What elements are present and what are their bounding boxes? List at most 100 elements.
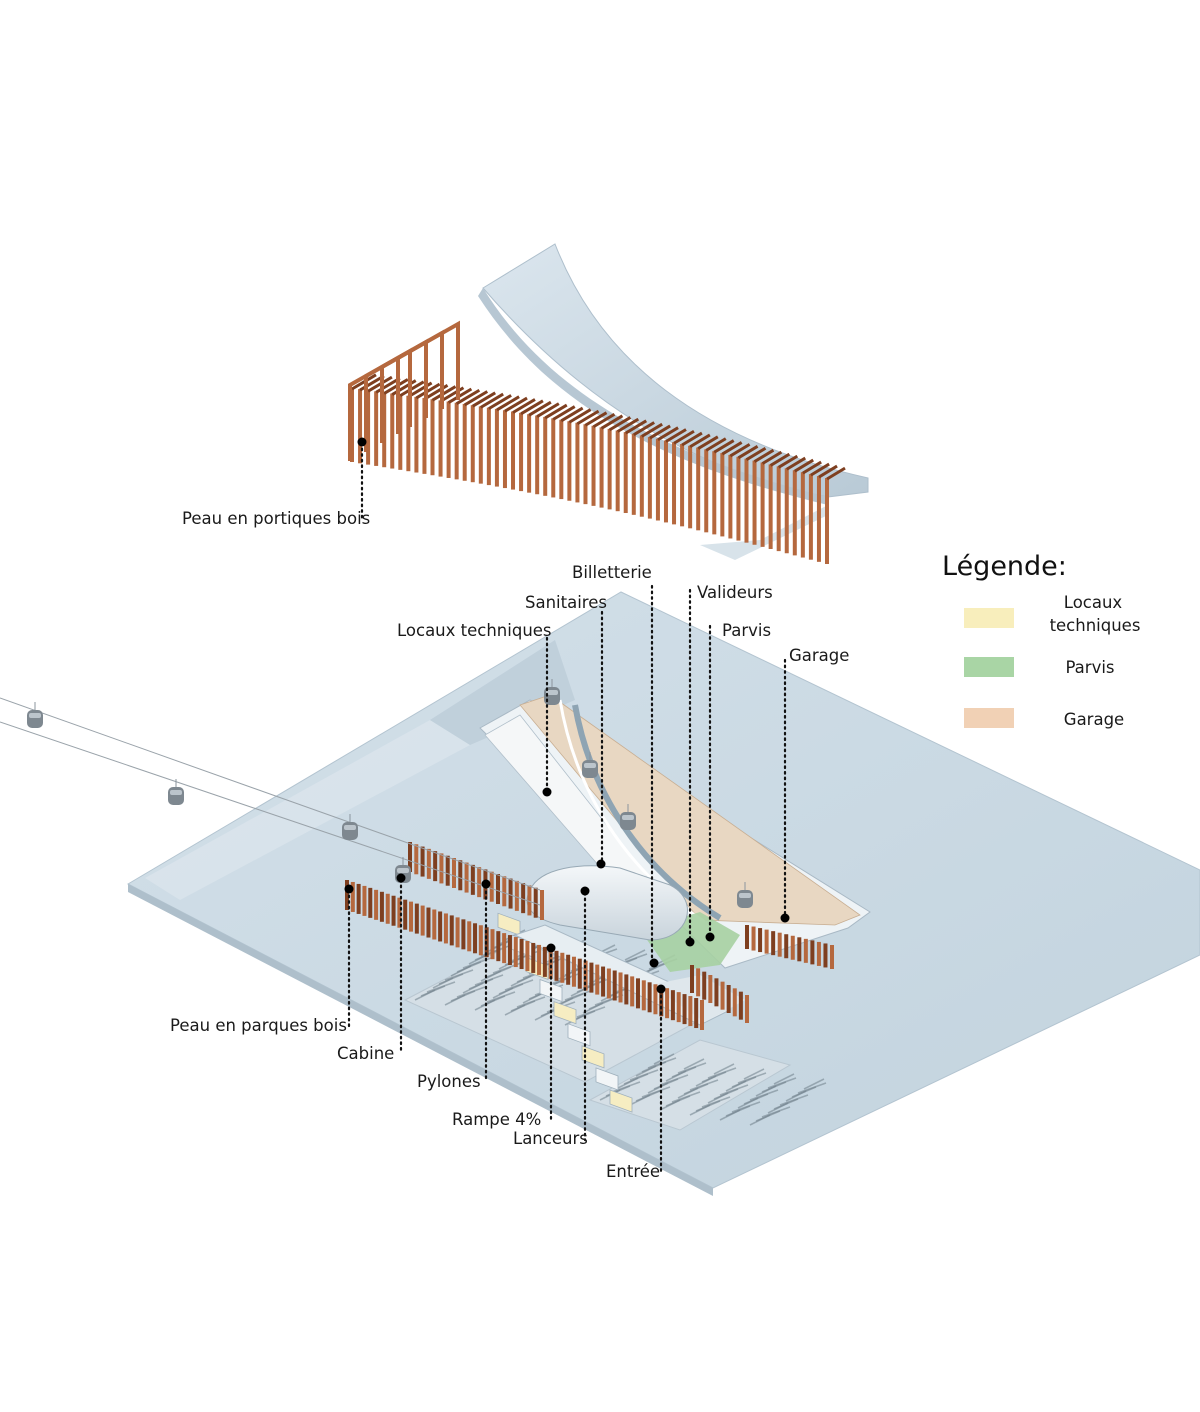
parquet-slat bbox=[439, 853, 444, 884]
parquet-slat bbox=[606, 968, 611, 999]
hatch-line bbox=[444, 969, 474, 981]
portal-leg bbox=[607, 428, 612, 510]
portal-beam bbox=[544, 403, 568, 420]
portal-leg bbox=[486, 407, 491, 486]
label-billetterie: Billetterie bbox=[572, 563, 652, 582]
parquet-slat bbox=[438, 911, 443, 942]
parquet-slat bbox=[682, 994, 687, 1025]
portal-beam bbox=[641, 422, 663, 438]
cabin bbox=[620, 812, 636, 830]
parquet-slat bbox=[554, 950, 559, 981]
parquet-slat bbox=[445, 855, 450, 886]
room-cell bbox=[595, 1067, 619, 1091]
portal-leg bbox=[623, 432, 628, 514]
label-locaux-techniques: Locaux techniques bbox=[397, 621, 552, 640]
portal-leg bbox=[583, 424, 588, 505]
parquet-slat bbox=[409, 901, 414, 932]
portal-beam bbox=[794, 458, 814, 473]
parquet-slat bbox=[452, 858, 456, 888]
parquet-slat bbox=[738, 991, 743, 1020]
parquet-slat bbox=[514, 880, 519, 911]
hatch-line bbox=[659, 1074, 689, 1086]
portal-leg bbox=[390, 393, 395, 469]
portal-beam bbox=[568, 408, 592, 424]
legend-label-locaux-1: Locaux bbox=[1064, 593, 1123, 612]
portal-beam bbox=[826, 466, 846, 481]
hatch-line bbox=[719, 1084, 749, 1096]
portal-leg bbox=[470, 405, 475, 483]
parquet-slat bbox=[771, 931, 776, 956]
portal-leg bbox=[438, 400, 443, 477]
cabin bbox=[342, 822, 358, 840]
portal-beam bbox=[504, 396, 528, 413]
cabin bbox=[582, 760, 598, 778]
portal-leg bbox=[382, 392, 387, 468]
parquet-slat bbox=[803, 938, 808, 963]
parquet-slat bbox=[618, 972, 623, 1003]
parquet-slat bbox=[653, 984, 658, 1015]
parquet-slat bbox=[502, 933, 507, 964]
label-peau-portiques: Peau en portiques bois bbox=[182, 509, 370, 528]
portal-beam bbox=[528, 400, 552, 417]
portal-leg bbox=[704, 449, 709, 533]
label-parvis: Parvis bbox=[722, 621, 771, 640]
cabin-window bbox=[344, 825, 356, 830]
hatch-line bbox=[653, 1053, 675, 1065]
portal-leg bbox=[575, 422, 580, 503]
parquet-slat bbox=[601, 966, 606, 997]
parquet-slat bbox=[702, 971, 707, 1000]
portal-beam bbox=[777, 454, 799, 469]
parquet-slat bbox=[647, 982, 652, 1013]
portal-leg bbox=[720, 453, 725, 537]
hatch-line bbox=[624, 949, 646, 961]
hatch-line bbox=[641, 1086, 671, 1098]
parquet-slat bbox=[426, 907, 431, 938]
portal-leg bbox=[792, 470, 797, 556]
parquet-slat bbox=[688, 996, 693, 1027]
portal-leg bbox=[374, 391, 379, 466]
parquet-slat bbox=[758, 928, 763, 953]
portal-leg bbox=[680, 443, 685, 527]
portal-leg bbox=[567, 421, 572, 501]
parquet-slat bbox=[477, 867, 482, 898]
portal-leg bbox=[768, 464, 773, 549]
portal-beam bbox=[681, 431, 703, 447]
portal-beam bbox=[520, 399, 544, 416]
parquet-slat bbox=[676, 992, 681, 1023]
hatch-line bbox=[629, 1069, 659, 1081]
legend-label-locaux-2: techniques bbox=[1050, 616, 1141, 635]
parquet-slat bbox=[531, 942, 536, 973]
portal-leg bbox=[422, 398, 427, 474]
portal-beam bbox=[745, 446, 767, 461]
parquet-slat bbox=[473, 923, 478, 954]
portal-leg bbox=[398, 394, 403, 470]
hatch-line bbox=[516, 996, 546, 1008]
label-cabine: Cabine bbox=[337, 1044, 394, 1063]
label-sanitaires: Sanitaires bbox=[525, 593, 607, 612]
parquet-slat bbox=[670, 990, 675, 1021]
portal-beam bbox=[753, 448, 775, 463]
parquet-slat bbox=[391, 895, 396, 926]
parquet-slat bbox=[612, 970, 617, 1001]
portal-leg bbox=[446, 401, 451, 478]
portal-leg bbox=[366, 390, 371, 465]
label-lanceurs: Lanceurs bbox=[513, 1129, 588, 1148]
portal-leg bbox=[744, 458, 749, 543]
hatch-line bbox=[683, 1058, 705, 1070]
parquet-slat bbox=[426, 848, 431, 879]
portal-beam bbox=[633, 421, 655, 437]
parquet-slat bbox=[641, 980, 646, 1011]
portal-beam bbox=[802, 460, 822, 475]
cabin bbox=[737, 890, 753, 908]
parquet-slat bbox=[521, 883, 526, 914]
portal-leg bbox=[430, 399, 435, 476]
portal-end-frame bbox=[396, 320, 460, 434]
legend-swatch-garage bbox=[964, 708, 1014, 728]
legend-label-parvis: Parvis bbox=[1065, 658, 1114, 677]
portal-leg bbox=[462, 403, 467, 481]
parquet-slat bbox=[589, 962, 594, 993]
parquet-slat bbox=[696, 968, 701, 997]
portal-beam bbox=[721, 441, 743, 456]
portal-leg bbox=[502, 410, 507, 489]
